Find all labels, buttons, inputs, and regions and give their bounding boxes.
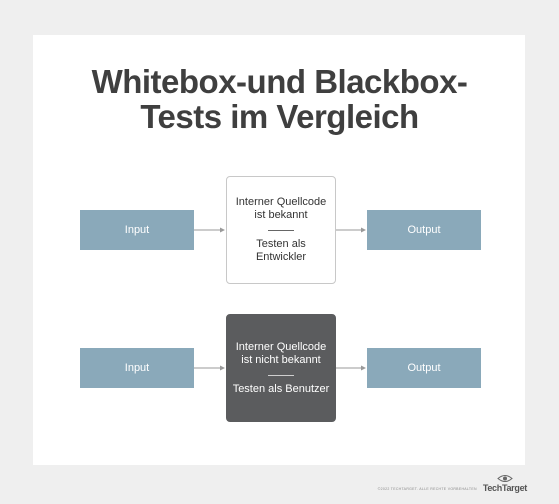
- whitebox-input-label: Input: [124, 224, 150, 236]
- copyright-text: ©2022 TECHTARGET. ALLE RECHTE VORBEHALTE…: [377, 487, 477, 491]
- blackbox-line-a: Interner Quellcode: [235, 340, 327, 353]
- whitebox-output-label: Output: [407, 224, 441, 236]
- eye-icon: [497, 475, 513, 482]
- whitebox-line-c: Testen als: [256, 238, 306, 250]
- blackbox-separator: [268, 374, 294, 376]
- blackbox-output-box: Output: [367, 348, 481, 388]
- blackbox-input-label: Input: [124, 362, 150, 374]
- whitebox-input-box: Input: [80, 210, 194, 250]
- whitebox-line-b: ist bekannt: [254, 209, 308, 221]
- blackbox-output-label: Output: [407, 362, 441, 374]
- techtarget-logo: TechTarget: [483, 474, 527, 493]
- whitebox-line-d: Entwickler: [255, 251, 307, 263]
- footer: ©2022 TECHTARGET. ALLE RECHTE VORBEHALTE…: [378, 474, 527, 493]
- whitebox-separator: [268, 230, 294, 231]
- logo-text: TechTarget: [482, 483, 527, 493]
- title-line-1: Whitebox-und Blackbox-: [91, 63, 468, 100]
- whitebox-line-a: Interner Quellcode: [235, 196, 327, 208]
- blackbox-input-box: Input: [80, 348, 194, 388]
- whitebox-output-box: Output: [367, 210, 481, 250]
- title-line-2: Tests im Vergleich: [140, 98, 419, 135]
- whitebox-center-box: Interner Quellcode ist bekannt Testen al…: [226, 176, 336, 284]
- blackbox-center-box: Interner Quellcode ist nicht bekannt Tes…: [226, 314, 336, 422]
- blackbox-line-b: ist nicht bekannt: [241, 353, 321, 366]
- diagram-title: Whitebox-und Blackbox- Tests im Vergleic…: [0, 64, 559, 134]
- blackbox-line-c: Testen als Benutzer: [232, 382, 330, 395]
